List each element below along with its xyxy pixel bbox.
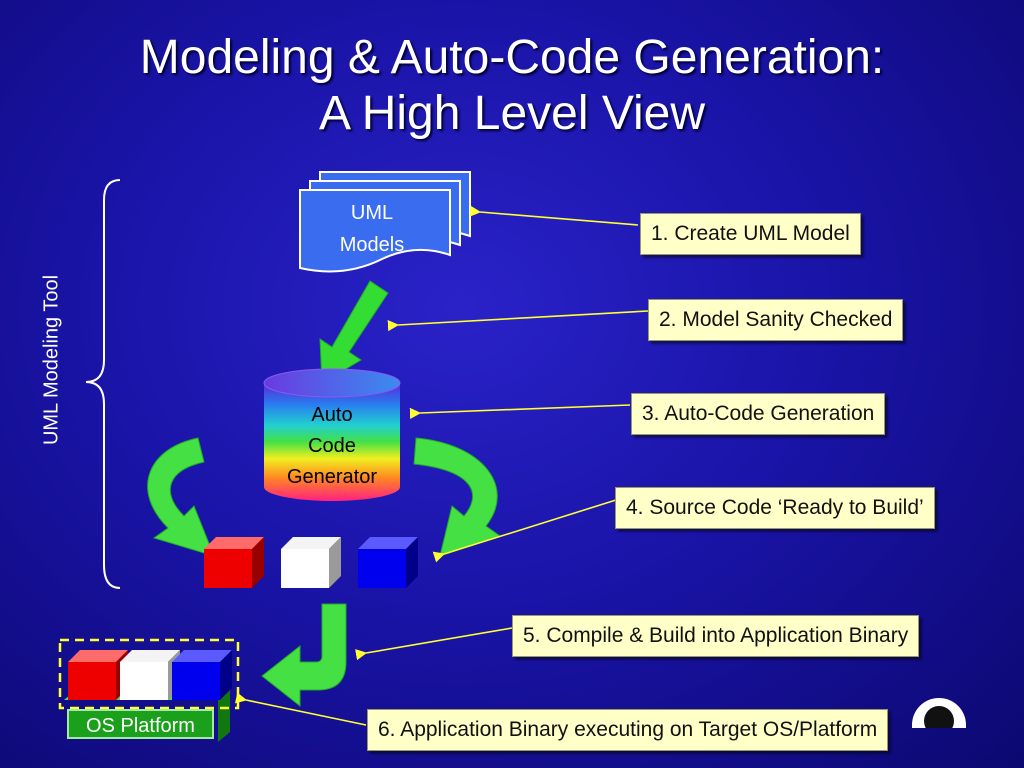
binary-cube-red xyxy=(68,650,128,700)
cube-white xyxy=(281,537,341,588)
left-brace xyxy=(85,179,121,589)
generator-label-line-3: Generator xyxy=(287,466,377,488)
os-platform-label: OS Platform xyxy=(67,709,214,739)
pointer-step-2 xyxy=(387,310,649,332)
binary-cube-white xyxy=(120,650,180,700)
green-bent-arrow xyxy=(261,603,347,708)
generator-label-line-1: Auto xyxy=(311,404,352,426)
pointer-step-4 xyxy=(432,499,617,563)
callout-step-5: 5. Compile & Build into Application Bina… xyxy=(512,615,920,657)
pointer-step-5 xyxy=(355,627,513,661)
binary-cube-blue xyxy=(172,650,232,700)
pointer-step-1 xyxy=(469,205,639,226)
callout-step-1: 1. Create UML Model xyxy=(640,213,861,255)
pointer-step-3 xyxy=(409,404,631,419)
uml-models-label-line-1: UML xyxy=(351,202,393,224)
uml-models-document-stack xyxy=(299,171,471,273)
slide-title: Modeling & Auto-Code Generation: A High … xyxy=(0,30,1024,142)
callout-step-3: 3. Auto-Code Generation xyxy=(631,393,886,435)
binary-dashed-outline xyxy=(58,638,240,710)
green-curved-arrow-left xyxy=(147,437,215,557)
uml-models-label-line-2: Models xyxy=(340,234,404,256)
pointer-step-6 xyxy=(234,692,367,726)
callout-step-4: 4. Source Code ‘Ready to Build’ xyxy=(615,487,935,529)
pointer-arrows xyxy=(234,205,649,726)
generator-label-line-2: Code xyxy=(308,435,356,457)
green-arrow-to-generator xyxy=(319,280,389,384)
callout-step-6: 6. Application Binary executing on Targe… xyxy=(367,709,889,751)
cube-red xyxy=(204,537,264,588)
cube-blue xyxy=(358,537,418,588)
title-line-1: Modeling & Auto-Code Generation: xyxy=(139,31,885,84)
green-curved-arrow-right xyxy=(413,437,502,557)
title-line-2: A High Level View xyxy=(318,87,705,140)
callout-step-2: 2. Model Sanity Checked xyxy=(648,299,904,341)
auto-code-generator-cylinder xyxy=(263,368,401,501)
